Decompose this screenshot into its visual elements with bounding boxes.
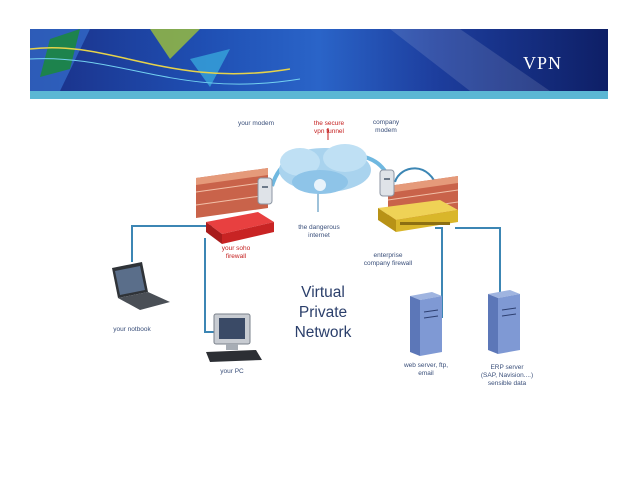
- label-erp-server: ERP server (SAP, Navision....) sensible …: [480, 364, 534, 387]
- cable-web-server: [435, 227, 443, 318]
- label-web-server: web server, ftp, email: [403, 362, 449, 377]
- web-server-tower: [410, 292, 442, 356]
- diagram-center-title: Virtual Private Network: [294, 284, 352, 341]
- cable-erp-server: [455, 227, 501, 292]
- desktop-pc: [206, 313, 262, 362]
- soho-firewall-device: [206, 212, 274, 244]
- banner-strip: [30, 91, 608, 99]
- label-company-modem: company modem: [372, 119, 400, 134]
- erp-server-tower: [488, 290, 520, 354]
- banner-graphic: [30, 29, 550, 91]
- your-modem: [257, 177, 273, 205]
- label-soho-firewall: your soho firewall: [221, 245, 251, 260]
- label-secure-vpn-tunnel: the secure vpn tunnel: [313, 120, 345, 135]
- cable-notebook: [131, 225, 212, 262]
- enterprise-firewall-device: [378, 200, 458, 232]
- company-modem: [379, 169, 395, 197]
- title-banner: VPN: [30, 29, 608, 91]
- label-pc: your PC: [220, 368, 244, 375]
- label-notebook: your notbook: [113, 326, 151, 333]
- label-dangerous-internet: the dangerous internet: [298, 224, 340, 239]
- label-your-modem: your modem: [237, 120, 275, 127]
- soho-brick-wall: [195, 168, 269, 218]
- internet-cloud: [279, 144, 371, 194]
- notebook-computer: [112, 262, 170, 310]
- label-enterprise-firewall: enterprise company firewall: [363, 252, 413, 267]
- slide-title: VPN: [522, 53, 562, 73]
- cable-pc: [204, 238, 214, 333]
